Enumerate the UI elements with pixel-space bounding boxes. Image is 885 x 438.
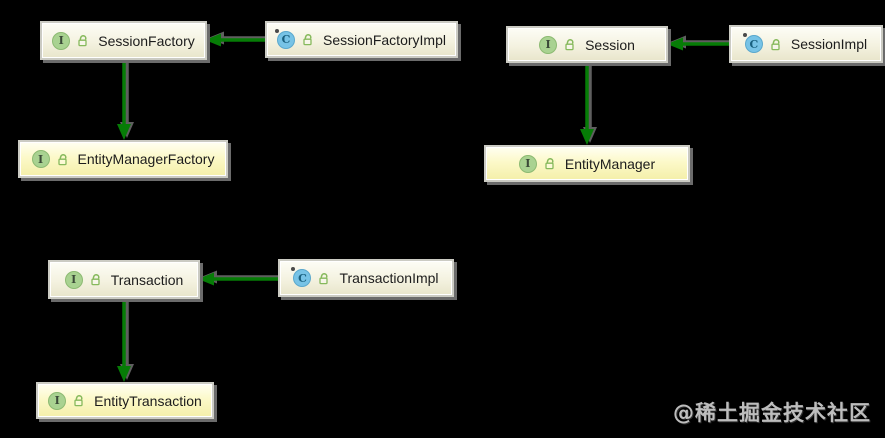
interface-icon: I — [52, 31, 71, 50]
interface-icon: I — [31, 150, 50, 168]
node-entitymanager[interactable]: I EntityManager — [484, 145, 690, 182]
unlocked-padlock-icon — [91, 274, 100, 286]
unlocked-padlock-icon — [319, 272, 329, 284]
class-icon: C — [275, 28, 296, 49]
node-sessionfactory[interactable]: I SessionFactory — [40, 21, 207, 60]
interface-icon: I — [539, 35, 558, 54]
juejin-watermark: @稀土掘金技术社区 — [673, 401, 871, 425]
node-label: SessionFactory — [98, 32, 195, 49]
node-transaction[interactable]: I Transaction — [48, 260, 200, 299]
unlocked-padlock-icon — [78, 35, 87, 47]
arrow-transactionimpl-to-transaction — [198, 272, 278, 286]
node-label: SessionFactoryImpl — [323, 31, 446, 48]
node-sessionimpl[interactable]: C SessionImpl — [729, 25, 883, 63]
node-label: EntityTransaction — [94, 392, 202, 409]
node-entitytransaction[interactable]: I EntityTransaction — [36, 382, 214, 419]
node-label: EntityManager — [564, 155, 656, 172]
class-icon: C — [742, 33, 763, 53]
unlocked-padlock-icon — [57, 153, 67, 165]
node-transactionimpl[interactable]: C TransactionImpl — [278, 259, 454, 297]
arrow-transaction-to-entitytransaction — [117, 300, 131, 382]
unlocked-padlock-icon — [545, 158, 554, 170]
unlocked-padlock-icon — [565, 39, 574, 51]
interface-icon: I — [518, 154, 537, 173]
unlocked-padlock-icon — [303, 34, 312, 46]
node-entitymanagerfactory[interactable]: I EntityManagerFactory — [18, 140, 228, 178]
node-label: EntityManagerFactory — [77, 151, 215, 167]
node-session[interactable]: I Session — [506, 26, 668, 63]
node-label: Session — [585, 36, 635, 53]
node-label: TransactionImpl — [339, 270, 439, 286]
unlocked-padlock-icon — [74, 395, 83, 407]
node-sessionfactoryimpl[interactable]: C SessionFactoryImpl — [265, 21, 458, 58]
node-label: SessionImpl — [790, 36, 868, 52]
unlocked-padlock-icon — [771, 38, 780, 50]
node-label: Transaction — [110, 271, 184, 288]
class-icon: C — [291, 267, 312, 287]
arrow-session-to-entitymanager — [580, 63, 594, 145]
arrow-sessionfactoryimpl-to-sessionfactory — [205, 33, 265, 47]
interface-icon: I — [64, 270, 83, 289]
arrow-sessionfactory-to-entitymanagerfactory — [117, 60, 131, 140]
interface-icon: I — [48, 391, 67, 410]
arrow-sessionimpl-to-session — [667, 37, 729, 51]
